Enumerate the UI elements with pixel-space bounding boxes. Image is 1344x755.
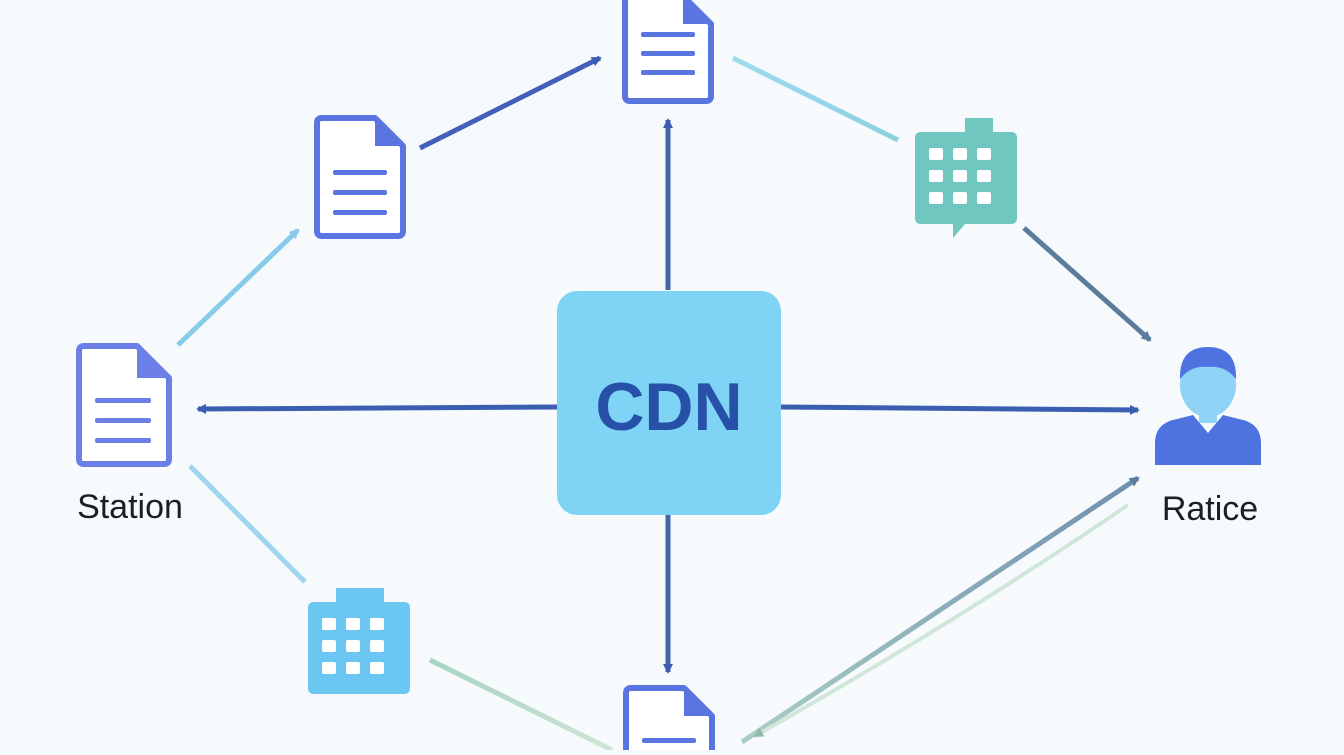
upper-right-building-node[interactable] [915, 118, 1017, 238]
edge-upper-left-document-to-top-document [418, 55, 602, 151]
ratice-label: Ratice [1162, 490, 1258, 528]
upper-left-document-node[interactable] [314, 115, 406, 239]
cdn-node[interactable]: CDN [557, 291, 781, 515]
lower-left-building-node[interactable] [308, 588, 410, 694]
edge-top-document-to-upper-right-building [731, 55, 900, 143]
edge-bottom-document-to-ratice [740, 475, 1140, 745]
document-icon [76, 343, 172, 467]
edge-station-to-upper-left-document [176, 228, 300, 347]
edge-lower-left-building-to-bottom-document [428, 657, 614, 753]
edge-station-to-lower-left-building [188, 464, 307, 584]
ratice-node[interactable]: Ratice [1155, 347, 1261, 528]
cdn-box [557, 291, 781, 515]
top-document-node[interactable] [622, 0, 714, 104]
edge-upper-right-building-to-ratice [1022, 226, 1152, 342]
document-icon [622, 0, 714, 104]
cdn-label: CDN [595, 369, 742, 445]
edge-ratice-to-bottom-document [753, 503, 1130, 738]
building-icon [308, 588, 410, 694]
document-icon [314, 115, 406, 239]
bottom-document-node[interactable] [623, 685, 715, 755]
edges [176, 55, 1152, 753]
building-icon [915, 118, 1017, 238]
user-icon [1155, 347, 1261, 465]
station-label: Station [77, 488, 183, 526]
edge-cdn-to-ratice [779, 404, 1140, 415]
station-node[interactable]: Station [76, 343, 183, 526]
document-icon [623, 685, 715, 755]
edge-cdn-to-station [196, 403, 558, 414]
